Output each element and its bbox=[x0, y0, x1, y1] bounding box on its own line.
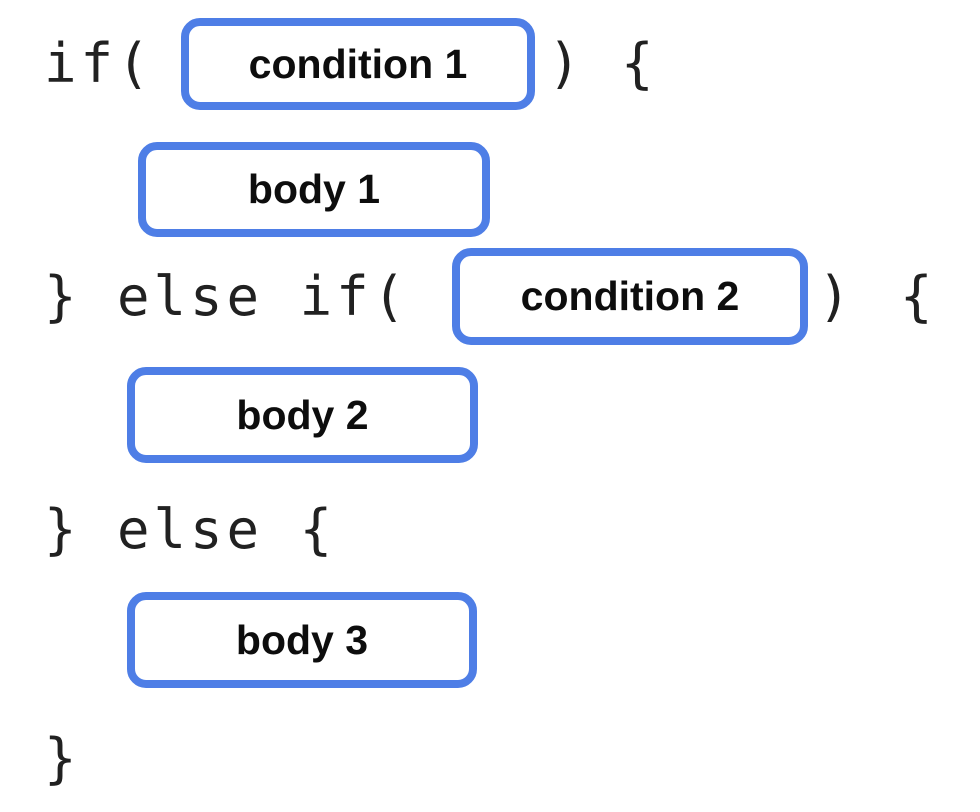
condition-1-slot[interactable]: condition 1 bbox=[181, 18, 535, 110]
code-elseif-open-brace: { bbox=[900, 265, 937, 328]
condition-1-label: condition 1 bbox=[248, 40, 468, 87]
body-3-label: body 3 bbox=[235, 616, 369, 663]
code-else-line: } else { bbox=[44, 498, 337, 561]
body-2-label: body 2 bbox=[236, 391, 369, 438]
body-1-slot[interactable]: body 1 bbox=[138, 142, 490, 237]
body-3-slot[interactable]: body 3 bbox=[127, 592, 477, 688]
condition-2-label: condition 2 bbox=[520, 273, 740, 319]
code-if-close: ) { bbox=[548, 32, 658, 95]
body-1-label: body 1 bbox=[247, 166, 381, 212]
code-elseif-close-paren: ) bbox=[818, 265, 855, 328]
code-closing-brace: } bbox=[44, 727, 81, 790]
body-2-slot[interactable]: body 2 bbox=[127, 367, 478, 463]
code-if-open: if( bbox=[44, 32, 154, 95]
condition-2-slot[interactable]: condition 2 bbox=[452, 248, 808, 345]
code-elseif-prefix: } else if( bbox=[44, 265, 410, 328]
